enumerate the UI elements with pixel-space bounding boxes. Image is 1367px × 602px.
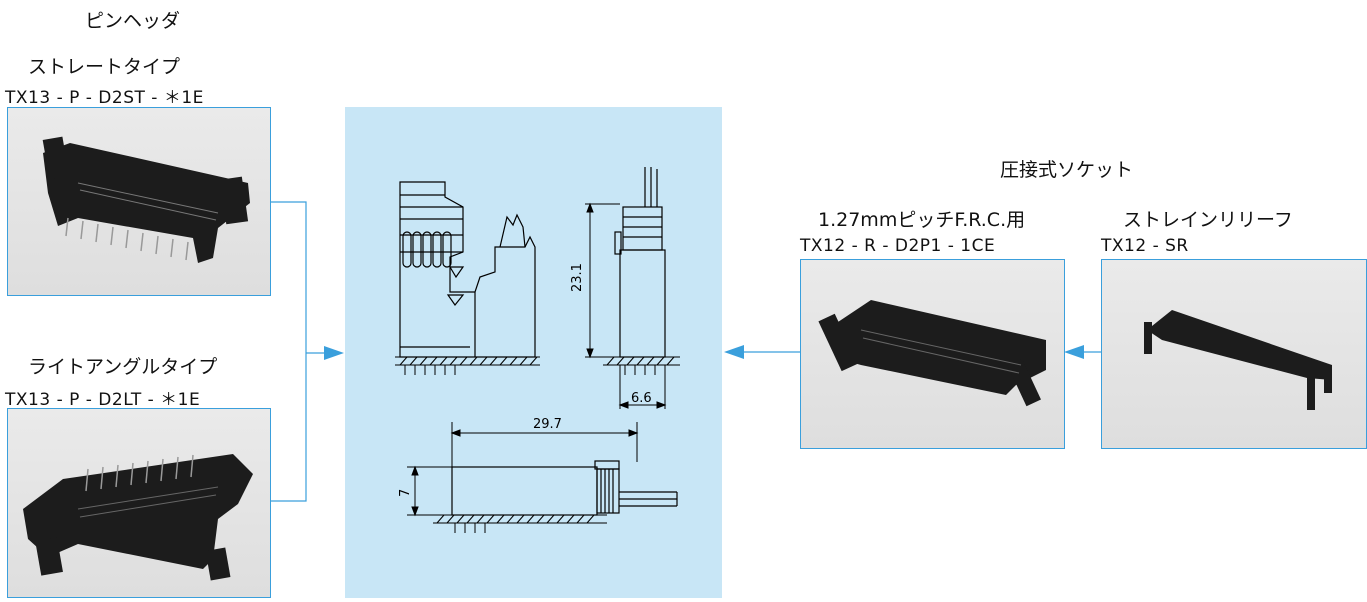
socket-heading: 圧接式ソケット — [1000, 159, 1134, 181]
dimension-side-height-label: 7 — [398, 489, 413, 497]
socket-connector-line — [724, 345, 800, 359]
relief-connector-line — [1064, 345, 1102, 359]
left-connector-lines — [270, 201, 344, 502]
strain-relief-title: ストレインリリーフ — [1123, 209, 1293, 231]
pin-header-heading: ピンヘッダ — [85, 10, 181, 32]
straight-part-number: TX13 - P - D2ST - ＊1E — [5, 88, 204, 108]
frc-socket-part-number: TX12 - R - D2P1 - 1CE — [800, 236, 996, 256]
arrow-left-icon — [724, 345, 744, 359]
arrow-left-icon — [1064, 345, 1084, 359]
dimension-drawing-panel: 23.1 6.6 29.7 7 — [345, 107, 722, 598]
frc-socket-title: 1.27mmピッチF.R.C.用 — [818, 209, 1026, 231]
right-angle-type-title: ライトアングルタイプ — [28, 356, 218, 378]
dimension-height-label: 23.1 — [570, 263, 585, 292]
strain-relief-photo — [1101, 259, 1367, 449]
frc-socket-photo — [800, 259, 1065, 449]
strain-relief-part-number: TX12 - SR — [1101, 236, 1189, 256]
right-angle-part-number: TX13 - P - D2LT - ＊1E — [5, 390, 201, 410]
dimension-length-label: 29.7 — [533, 417, 562, 432]
technical-drawing: 23.1 6.6 29.7 7 — [395, 167, 680, 533]
straight-header-photo — [7, 107, 271, 296]
dimension-width-label: 6.6 — [631, 391, 652, 406]
straight-type-title: ストレートタイプ — [28, 56, 181, 78]
right-angle-header-photo — [7, 408, 271, 598]
arrow-right-icon — [324, 346, 344, 360]
